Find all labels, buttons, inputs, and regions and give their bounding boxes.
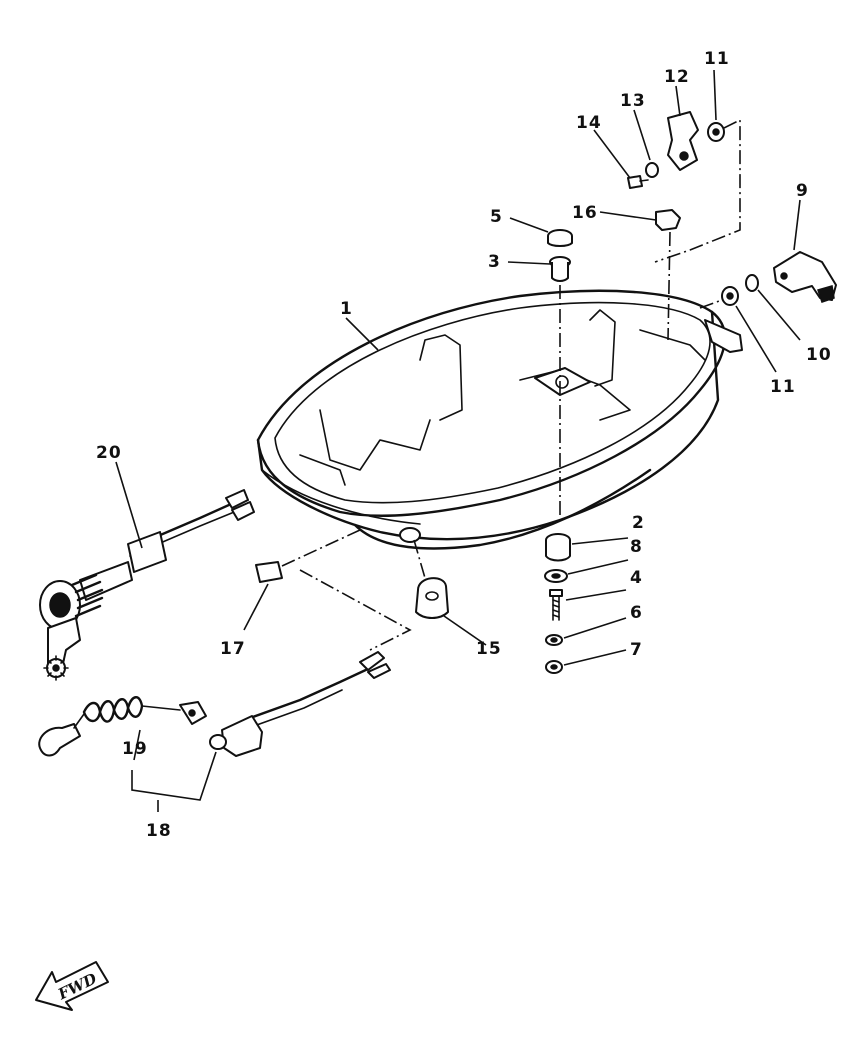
throttle-grip-20 [39,489,255,681]
part-label: 8 [630,537,643,557]
part-label: 13 [620,91,646,111]
lever-assembly [627,111,741,263]
part-label: 11 [770,377,796,397]
part-label: 6 [630,603,643,623]
part-label: 14 [576,113,602,133]
part-label: 2 [632,513,645,533]
part-label: 16 [572,203,598,223]
part-label: 3 [488,252,501,272]
cap-15 [413,539,449,619]
part-label: 17 [220,639,246,659]
part-label: 10 [806,345,832,365]
part-label: 9 [796,181,809,201]
part-label: 4 [630,568,643,588]
part-label: 11 [704,49,730,69]
leader-lines [115,69,801,812]
part-label: 7 [630,640,643,660]
part-label: 18 [146,821,172,841]
part-label: 12 [664,67,690,87]
part-label: 5 [490,207,503,227]
clip-16 [655,209,681,341]
fwd-arrow-icon: FWD [35,961,109,1011]
part-label: 19 [122,739,148,759]
part-labels: 1 2 3 4 5 6 7 8 9 10 11 11 12 13 14 15 1… [96,49,832,841]
bracket-9 [699,251,837,309]
mount-stack [544,229,573,674]
part-label: 15 [476,639,502,659]
stop-switch-assembly [38,569,412,757]
label-plate-17 [255,529,361,583]
bottom-cowling [256,289,743,550]
part-label: 20 [96,443,122,463]
part-label: 1 [340,299,353,319]
